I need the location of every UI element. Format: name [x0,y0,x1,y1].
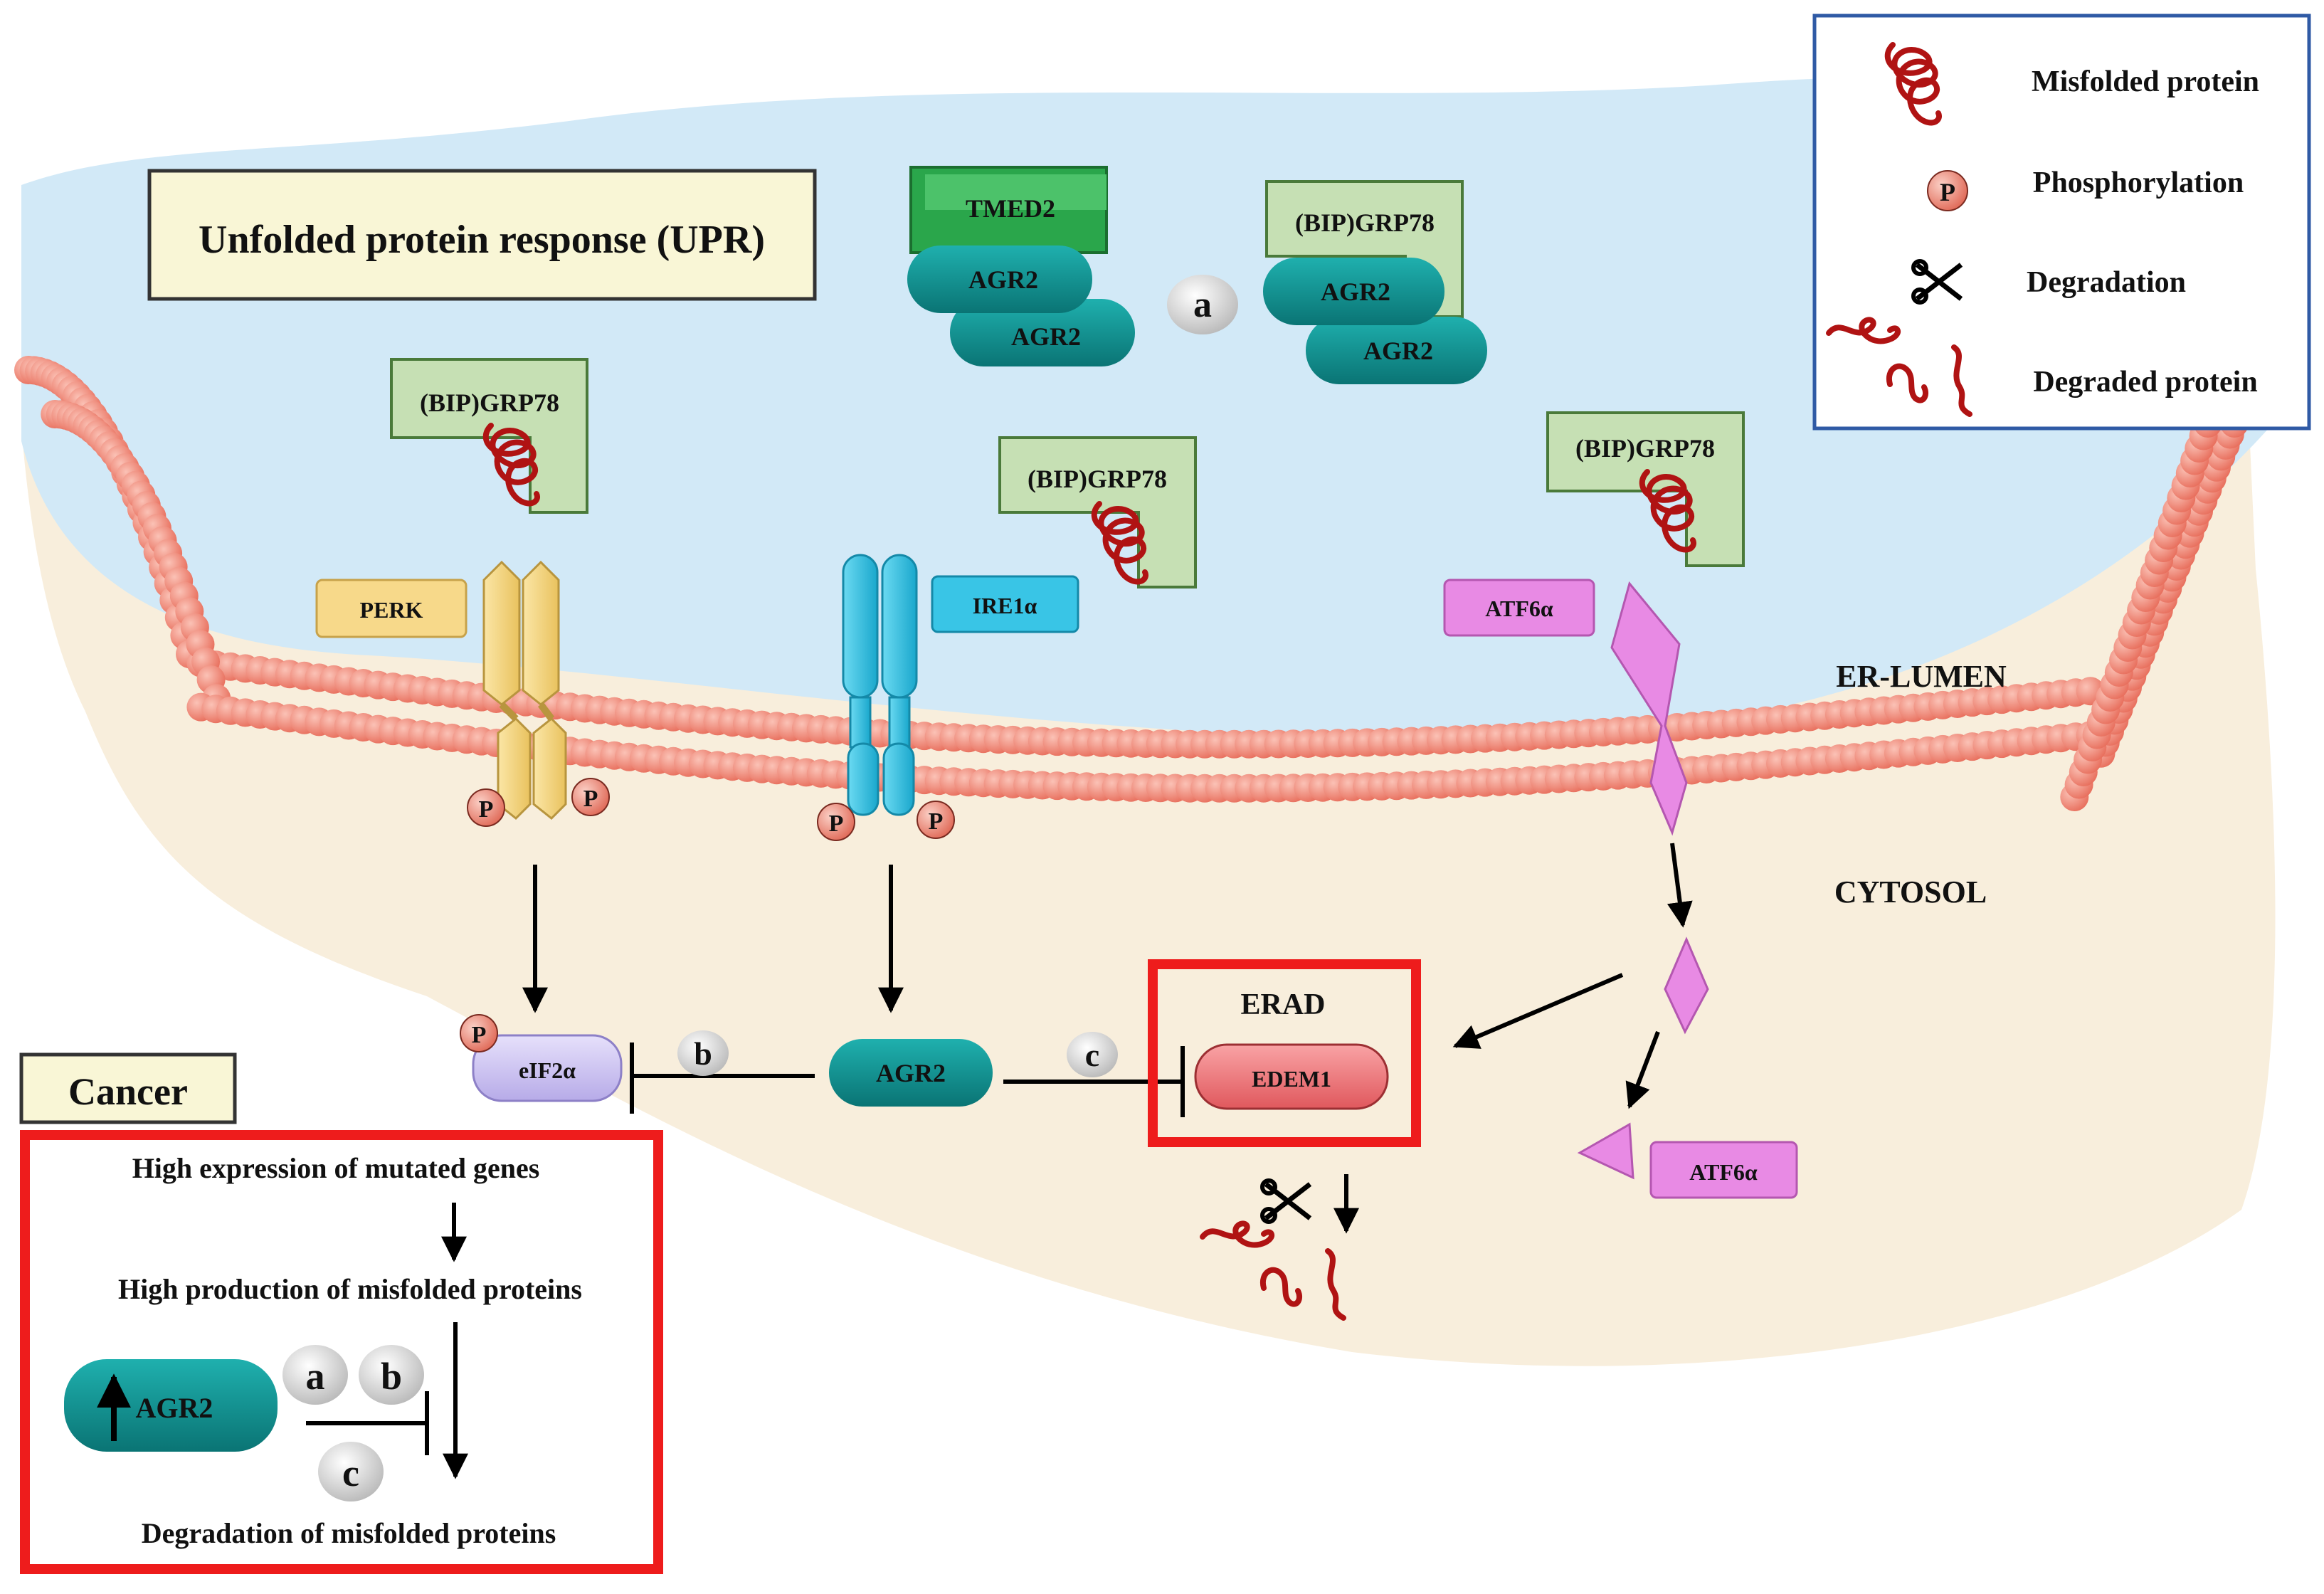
legend-misfolded-label: Misfolded protein [2032,65,2259,98]
title-box: Unfolded protein response (UPR) [147,169,817,301]
ire1a-label: IRE1α [973,593,1037,618]
svg-text:c: c [342,1452,359,1494]
svg-text:AGR2: AGR2 [1321,278,1390,306]
svg-text:P: P [472,1022,487,1048]
bip-agr2-complex: (BIP)GRP78 AGR2 AGR2 [1263,180,1487,384]
marker-c: c [1067,1032,1118,1077]
svg-text:AGR2: AGR2 [1011,322,1081,351]
cancer-line1: High expression of mutated genes [132,1152,540,1184]
legend-phosphorylation-label: Phosphorylation [2033,167,2244,199]
svg-text:c: c [1085,1037,1099,1073]
svg-text:P: P [929,808,944,835]
erad-box: ERAD EDEM1 [1148,959,1421,1147]
edem1-label: EDEM1 [1252,1066,1331,1092]
ire1a: IRE1α [842,554,1079,816]
cancer-agr2-label: AGR2 [136,1392,213,1424]
bip-grp78-perk: (BIP)GRP78 [390,358,588,514]
svg-text:AGR2: AGR2 [968,265,1038,294]
tmed2-label: TMED2 [966,194,1055,223]
eif2a: eIF2α P [460,1014,623,1102]
perk-phosphate-left: P [467,788,505,827]
svg-text:P: P [583,786,598,812]
cancer-box: High expression of mutated genes High pr… [20,1130,663,1574]
atf6a-cytosol: ATF6α [1649,1141,1798,1199]
ire1-phosphate-left: P [817,803,855,841]
perk-phosphate-right: P [571,778,610,816]
phosphorylation-icon: P [1927,170,1968,211]
svg-text:(BIP)GRP78: (BIP)GRP78 [1575,434,1715,463]
inhibition-b [630,1043,815,1114]
svg-text:P: P [829,811,844,837]
legend-degradation-label: Degradation [2027,266,2186,299]
agr2-central: AGR2 [829,1039,993,1107]
eif2a-label: eIF2α [519,1057,576,1083]
bip-grp78-atf6: (BIP)GRP78 [1546,411,1745,567]
perk-label: PERK [360,597,423,623]
svg-text:a: a [1193,285,1212,325]
arrows [522,843,1693,1234]
svg-text:(BIP)GRP78: (BIP)GRP78 [1295,209,1435,237]
cancer-title: Cancer [68,1070,188,1113]
svg-text:ATF6α: ATF6α [1485,596,1553,621]
svg-text:(BIP)GRP78: (BIP)GRP78 [420,389,559,417]
svg-text:ATF6α: ATF6α [1689,1159,1758,1185]
svg-text:a: a [306,1355,325,1398]
cytosol-label: CYTOSOL [1834,875,1987,909]
atf6a-fragment [1664,936,1709,1035]
erad-label: ERAD [1240,988,1325,1021]
atf6a-membrane: ATF6α [1443,579,1688,836]
cancer-line2: High production of misfolded proteins [118,1273,582,1305]
svg-text:AGR2: AGR2 [1363,337,1433,365]
marker-b: b [677,1030,729,1076]
legend: Misfolded protein P Phosphorylation Degr… [1812,14,2311,431]
bip-grp78-ire1: (BIP)GRP78 [998,436,1197,588]
er-lumen-label: ER-LUMEN [1836,659,2007,694]
svg-text:b: b [381,1355,402,1398]
cancer-line3: Degradation of misfolded proteins [142,1517,556,1549]
agr2-central-label: AGR2 [876,1059,946,1087]
svg-text:b: b [694,1035,712,1072]
svg-text:(BIP)GRP78: (BIP)GRP78 [1028,465,1167,493]
cancer-title-box: Cancer [19,1052,237,1124]
ire1-phosphate-right: P [917,801,955,839]
svg-text:P: P [479,796,494,823]
legend-degraded-label: Degraded protein [2033,366,2257,398]
marker-a: a [1167,275,1238,334]
page-title: Unfolded protein response (UPR) [199,218,765,262]
tmed2-agr2-complex: TMED2 AGR2 AGR2 [907,166,1135,366]
svg-text:P: P [1940,178,1955,206]
atf6a-cleaved [1577,1122,1634,1180]
